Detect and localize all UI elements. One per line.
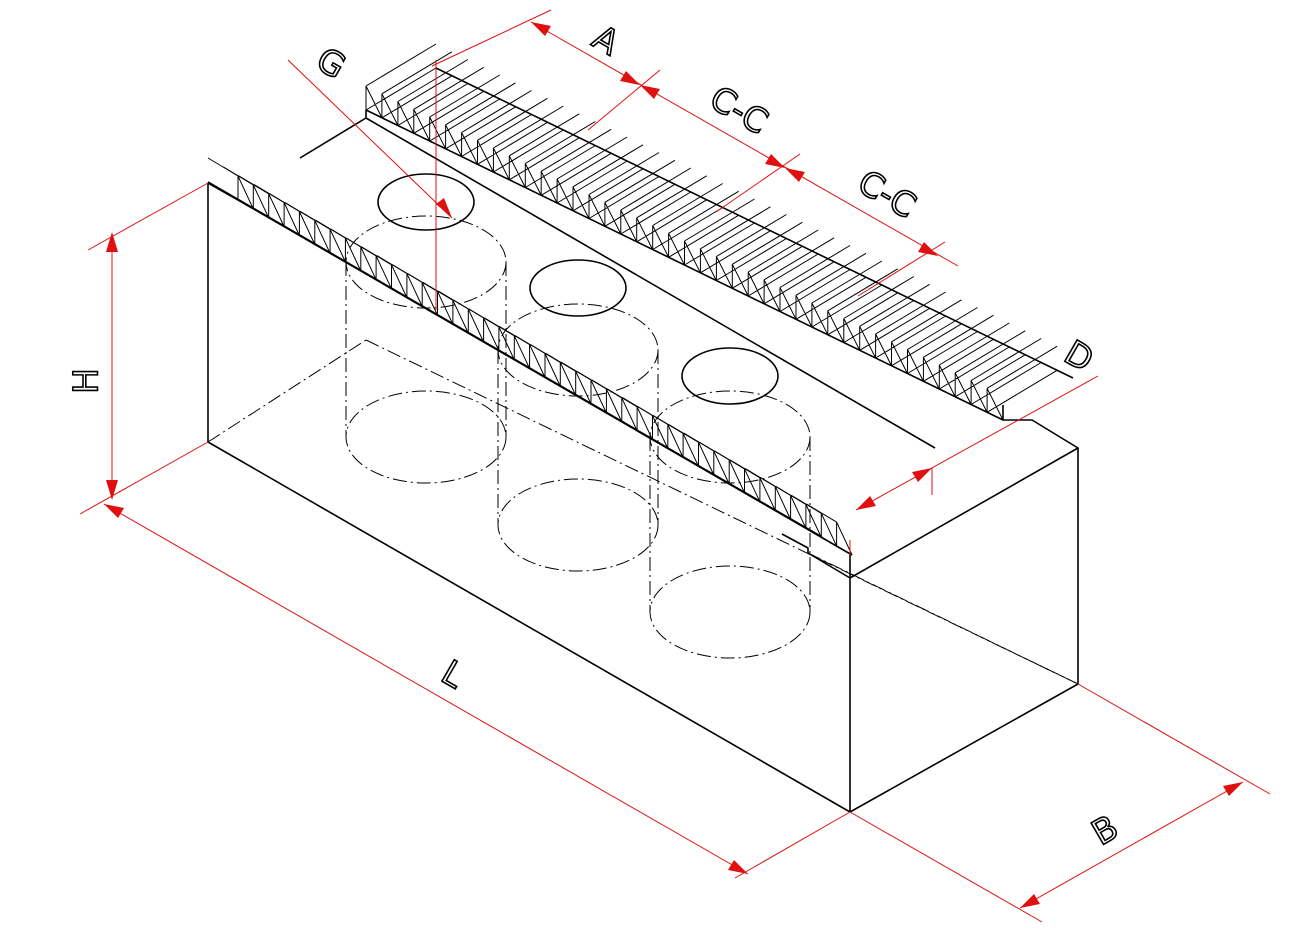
hidden-floor-edge-left: [207, 339, 367, 443]
counterbore-2: [529, 259, 627, 317]
dim-d-arrow-left: [856, 496, 876, 510]
hole-3-bottom: [649, 565, 811, 659]
front-serration-row: [207, 157, 853, 556]
dim-a-ext-mid1: [587, 69, 661, 131]
dim-cc2-arrow-2: [918, 242, 938, 256]
dim-cc2-arrow-1: [785, 168, 805, 182]
dim-a-arrow-2: [620, 71, 640, 85]
hole-2-bottom: [497, 478, 659, 572]
dim-g-arrow: [436, 198, 452, 218]
dim-cc1-arrow-1: [640, 85, 660, 99]
dim-b-ext-left: [849, 811, 1043, 923]
hole-1-bottom: [345, 390, 507, 484]
dim-cc1-arrow-2: [765, 154, 785, 168]
dim-a-ext-mid2: [715, 153, 801, 213]
counterbore-3: [681, 347, 779, 405]
dim-b-ext-right: [1077, 683, 1271, 795]
hole-1-sides: [345, 262, 507, 437]
jaw-body-outline: [207, 110, 1079, 813]
label-l: L: [435, 653, 471, 697]
dim-l-ext-right: [734, 811, 851, 879]
dim-b-line: [1019, 781, 1244, 909]
dim-b-arrow-right: [1223, 782, 1243, 796]
front-row-ridge: [207, 181, 853, 556]
dim-b-arrow-left: [1020, 894, 1040, 908]
hidden-lines: [207, 215, 1079, 685]
dim-h-ext-top: [87, 182, 209, 251]
right-end-box: [849, 405, 1079, 812]
label-h: H: [67, 368, 107, 394]
front-row-teeth: [207, 157, 853, 556]
dim-d-arrow-right: [912, 468, 932, 482]
dim-a-line: [530, 21, 959, 267]
label-b: B: [1085, 808, 1125, 854]
hole-2-sides: [497, 350, 659, 525]
dim-a-arrow-1: [531, 22, 551, 36]
dim-l-line: [103, 503, 749, 875]
right-step-top: [781, 533, 851, 579]
bottom-right-edge: [849, 448, 1079, 813]
label-c-c-1: C-C: [703, 78, 775, 143]
dim-a-ext-left: [431, 9, 552, 67]
counterbore-1: [377, 173, 475, 231]
dim-d-line: [855, 375, 1099, 511]
dim-g-leader: [287, 59, 453, 219]
counterbores: [377, 173, 779, 405]
back-row-teeth: [365, 43, 1058, 421]
dim-h-ext-bottom: [79, 441, 209, 515]
back-row-ridge: [365, 67, 1074, 421]
hidden-ledge-edge: [807, 552, 1079, 685]
back-top-edge: [365, 110, 936, 449]
back-top-edge-2: [299, 117, 367, 159]
hole-3-sides: [649, 437, 811, 612]
dim-h-arrow-bottom: [106, 480, 118, 500]
label-c-c-2: C-C: [851, 162, 923, 227]
back-serration-row: [365, 43, 1074, 421]
hole-2-mid: [497, 303, 659, 397]
dim-l-arrow-right: [728, 860, 748, 874]
dim-l-arrow-left: [104, 504, 124, 518]
label-g: G: [309, 40, 352, 88]
dim-h-arrow-top: [106, 232, 118, 252]
dimension-labels: A C-C C-C G H D L B: [66, 17, 1126, 855]
dimension-lines: [79, 9, 1271, 923]
